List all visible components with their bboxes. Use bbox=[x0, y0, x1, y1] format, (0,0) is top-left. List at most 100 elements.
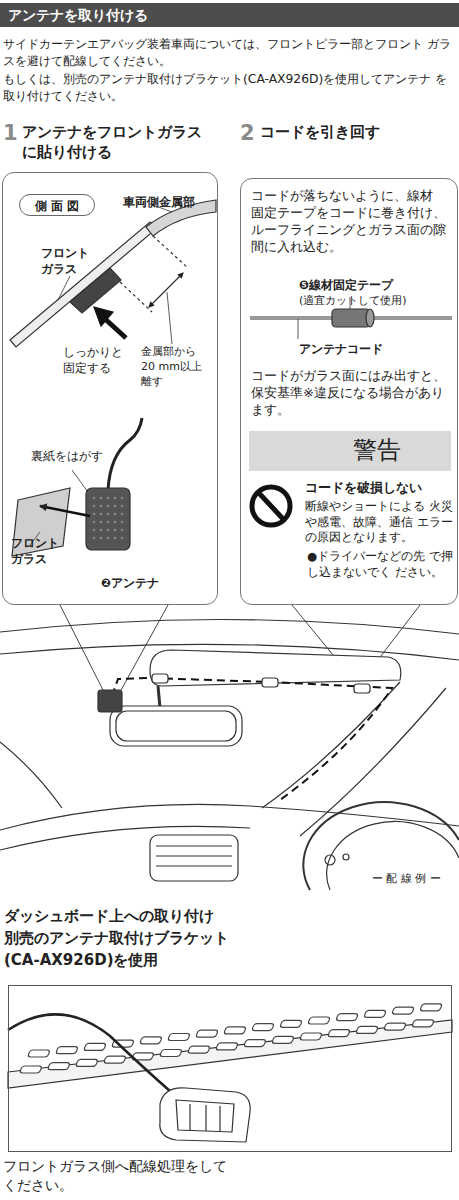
leader-line bbox=[298, 319, 299, 339]
node-text: ダッシュボード上への取り付け 別売のアンテナ取付けブラケット (CA-AX926… bbox=[4, 906, 230, 971]
dimension-extension bbox=[120, 282, 152, 312]
node-text: ❺線材固定テープ bbox=[299, 277, 449, 293]
view-tag: 側 面 図 bbox=[19, 194, 95, 216]
vent-grille-part bbox=[188, 1046, 211, 1053]
node-text: 金属部から 20 mm以上 離す bbox=[141, 345, 211, 390]
switch bbox=[325, 855, 335, 865]
node-text: 側 面 図 bbox=[20, 198, 94, 214]
antenna-grille-part bbox=[100, 505, 103, 508]
antenna-grille-part bbox=[93, 529, 96, 532]
antenna-grille-part bbox=[121, 497, 124, 500]
node-text: 裏紙をはがす bbox=[31, 449, 131, 465]
vent-grille-part bbox=[280, 1020, 303, 1027]
antenna-grille-part bbox=[114, 537, 117, 540]
vent-grille-part bbox=[420, 1004, 443, 1011]
antenna-side bbox=[70, 268, 121, 313]
antenna-cord bbox=[8, 1014, 178, 1098]
dimension-line bbox=[149, 273, 183, 307]
vent-grille-part bbox=[328, 1030, 351, 1037]
label: サイドカーテンエアバッグ装着車両については、フロントピラー部とフロント ガラスを… bbox=[3, 36, 458, 71]
vent-grille-part bbox=[412, 1020, 435, 1027]
antenna-grille-part bbox=[114, 505, 117, 508]
antenna-grille-part bbox=[121, 513, 124, 516]
vent-grille-part bbox=[216, 1043, 239, 1050]
antenna-grille-part bbox=[107, 505, 110, 508]
antenna-grille-part bbox=[114, 513, 117, 516]
node-text: フロント ガラス bbox=[41, 245, 96, 277]
vent-grille-part bbox=[160, 1050, 183, 1057]
label: もしくは、別売のアンテナ取付けブラケット(CA-AX926D)を使用してアンテナ… bbox=[3, 71, 458, 106]
steering-wheel bbox=[303, 802, 459, 890]
sun-visor-trim bbox=[150, 650, 401, 686]
antenna-grille-part bbox=[100, 529, 103, 532]
vent-grille-part bbox=[252, 1024, 275, 1031]
antenna-grille-part bbox=[114, 497, 117, 500]
antenna-body bbox=[86, 488, 130, 550]
section-title: アンテナを取り付ける bbox=[0, 3, 459, 27]
vent-grille-part bbox=[84, 1043, 107, 1050]
antenna-grille-part bbox=[93, 505, 96, 508]
warning-band: 警告 bbox=[249, 431, 451, 471]
vent-grille-part bbox=[56, 1047, 79, 1054]
press-arrow-head bbox=[94, 307, 113, 326]
vent-grille-part bbox=[272, 1036, 295, 1043]
antenna-grille-part bbox=[121, 521, 124, 524]
rear-view-mirror-glass bbox=[116, 711, 236, 741]
vent-grille-part bbox=[196, 1030, 219, 1037]
leader-line bbox=[167, 292, 172, 344]
antenna-bracket bbox=[160, 1088, 250, 1142]
antenna-in-car bbox=[98, 690, 122, 712]
vent-grille-part bbox=[244, 1040, 267, 1047]
step-number: 1 bbox=[3, 119, 23, 147]
side-view bbox=[10, 200, 216, 347]
antenna-grille-part bbox=[107, 513, 110, 516]
antenna-grille-part bbox=[107, 497, 110, 500]
node-text: ❷アンテナ bbox=[101, 575, 211, 591]
fixing-tape bbox=[332, 309, 370, 327]
vent-grille-part bbox=[28, 1050, 51, 1057]
dashboard-line bbox=[0, 804, 459, 830]
vent-grille-part bbox=[168, 1034, 191, 1041]
vent-grille-part bbox=[140, 1037, 163, 1044]
instruction-panel: コードが落ちないように、線材 固定テープをコードに巻き付け、 ルーフライニングと… bbox=[240, 178, 458, 605]
antenna-grille-part bbox=[114, 521, 117, 524]
vent-grille-part bbox=[76, 1059, 99, 1066]
vent-grille-part bbox=[336, 1014, 359, 1021]
node-text: 断線やショートによる 火災や感電、故障、通信 エラーの原因となります。 bbox=[305, 499, 453, 546]
roof-line bbox=[0, 619, 459, 634]
mirror-stem bbox=[158, 686, 160, 708]
vent-grille-part bbox=[364, 1010, 387, 1017]
prohibition-slash bbox=[258, 492, 284, 520]
antenna-grille-part bbox=[114, 529, 117, 532]
windshield-glass bbox=[10, 222, 156, 347]
vent-grille-part bbox=[224, 1027, 247, 1034]
press-arrow-shaft bbox=[104, 318, 126, 338]
car-interior bbox=[0, 619, 459, 890]
label: ー 配 線 例 ー bbox=[372, 872, 458, 887]
dimension-extension bbox=[153, 236, 188, 268]
antenna-grille-part bbox=[107, 537, 110, 540]
bracket-ribs bbox=[190, 1104, 220, 1131]
antenna-grille-part bbox=[100, 521, 103, 524]
node-text: コードを破損しない bbox=[305, 479, 455, 497]
node-text: アンテナコード bbox=[299, 341, 449, 357]
antenna-grille-part bbox=[107, 529, 110, 532]
antenna-grille-part bbox=[93, 497, 96, 500]
steering-wheel bbox=[327, 822, 459, 890]
antenna-cord bbox=[108, 418, 142, 490]
fixing-tape-end bbox=[366, 309, 374, 327]
bracket-illustration bbox=[8, 1004, 452, 1142]
antenna-grille-part bbox=[121, 529, 124, 532]
cord-route bbox=[112, 678, 392, 800]
a-pillar bbox=[300, 688, 446, 836]
bracket-box: ダッシュボード上への取り付け 別売のアンテナ取付けブラケット (CA-AX926… bbox=[8, 985, 452, 1152]
node-text: (適宜カットして使用) bbox=[299, 294, 449, 309]
switch bbox=[343, 854, 349, 860]
rear-view-mirror bbox=[110, 706, 242, 746]
label: アンテナをフロントガラス に貼り付ける bbox=[22, 123, 222, 162]
node-text: 警告 bbox=[353, 434, 443, 468]
vent-grille-part bbox=[384, 1023, 407, 1030]
antenna-grille-part bbox=[100, 513, 103, 516]
antenna-grille-part bbox=[107, 521, 110, 524]
